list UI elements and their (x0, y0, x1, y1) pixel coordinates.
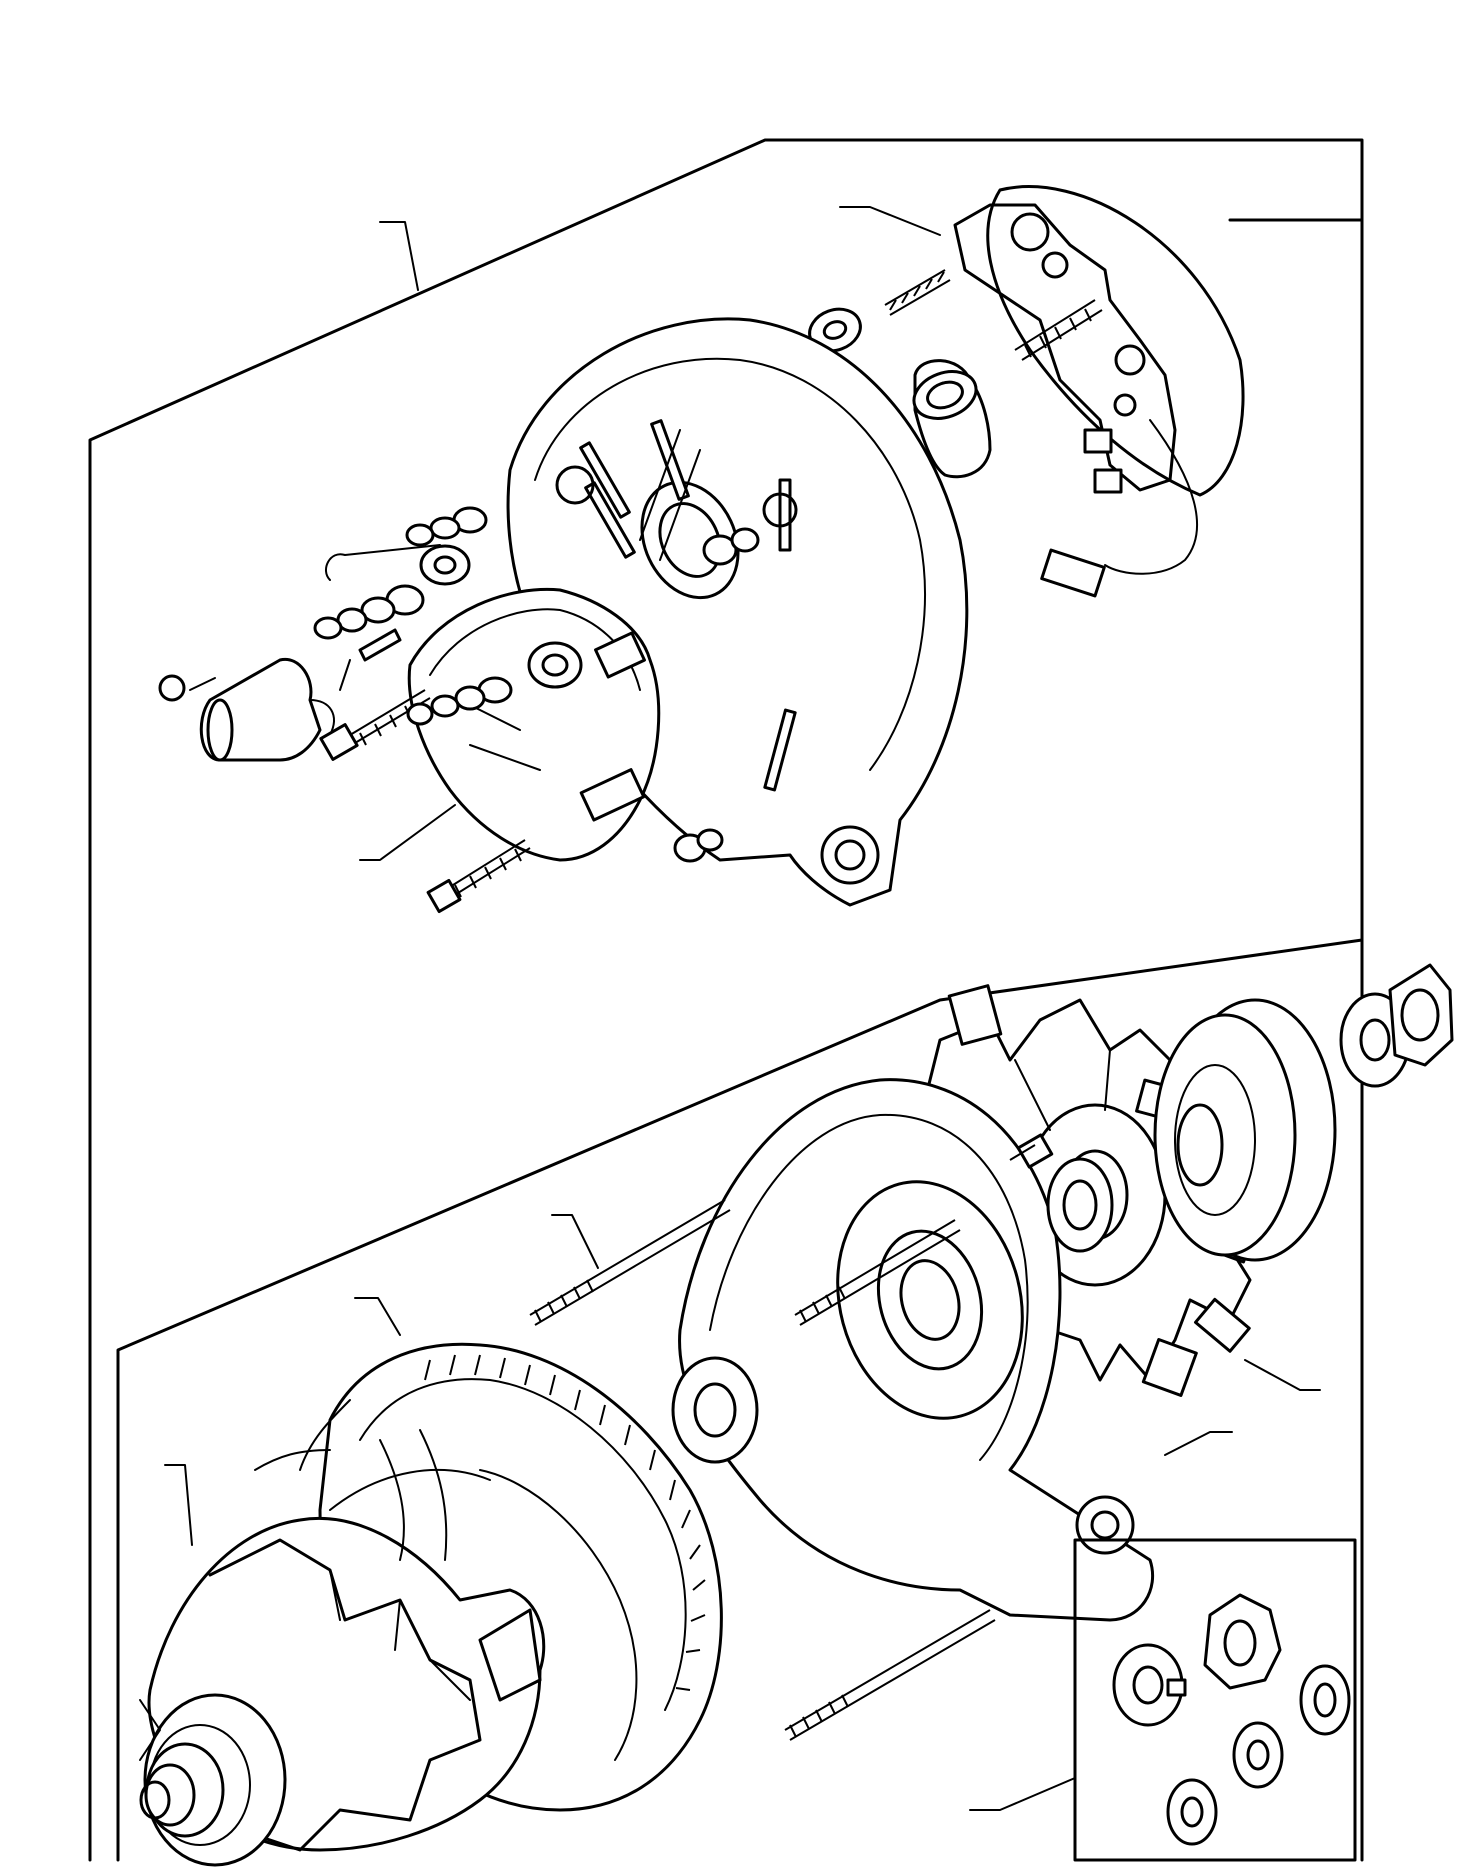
hardware-split-washer (1112, 1643, 1187, 1727)
hardware-washer-middle (1232, 1721, 1284, 1789)
callout-leader-stator (354, 1297, 401, 1336)
callout-leader-rectifier (359, 804, 456, 861)
pulley (1153, 998, 1337, 1262)
rear-bearing (912, 359, 992, 479)
rotor (139, 1517, 546, 1867)
callout-leader-regulator (839, 206, 941, 236)
rectifier-bolt (426, 839, 531, 914)
terminal-lug (339, 628, 402, 691)
drive-end-housing (678, 1078, 1155, 1622)
regulator-long-screw (1014, 299, 1103, 361)
housing-nuts (673, 527, 760, 863)
hardware-washer-right (1299, 1664, 1351, 1736)
lower-assembly-frame (116, 219, 1364, 1862)
terminal-nut-stack-mid (406, 676, 513, 726)
rectifier-plate (407, 587, 661, 862)
callout-leader-rear-cover (379, 221, 419, 291)
callout-leaders (164, 206, 1321, 1811)
capacitor (158, 657, 335, 762)
terminal-nut-stack-upper (325, 506, 488, 581)
through-bolt-middle (794, 1219, 961, 1326)
terminal-washer (419, 544, 471, 586)
hardware-kit-inset (1073, 1538, 1357, 1862)
drive-end-bearing (671, 1356, 759, 1464)
callout-leader-through-bolt (551, 1214, 599, 1269)
callout-leader-hardware (969, 1777, 1076, 1811)
stator-leads (379, 1429, 448, 1561)
regulator-brush-holder (884, 185, 1245, 598)
terminal-nut-stack-lower (313, 584, 425, 640)
callout-leader-rotor (164, 1464, 193, 1546)
capacitor-screw (319, 689, 431, 761)
washer (808, 307, 862, 353)
hardware-washer-bottom (1166, 1778, 1218, 1846)
pulley-nut (1388, 963, 1454, 1067)
hardware-nut (1203, 1593, 1282, 1690)
callout-leader-drive-end (1164, 1431, 1233, 1456)
callout-leader-fan (1244, 1359, 1321, 1391)
through-bolt-lower (784, 1609, 996, 1741)
through-bolt-upper (529, 1199, 731, 1326)
fan-screw (1009, 1133, 1054, 1169)
regulator-screw (884, 269, 951, 316)
